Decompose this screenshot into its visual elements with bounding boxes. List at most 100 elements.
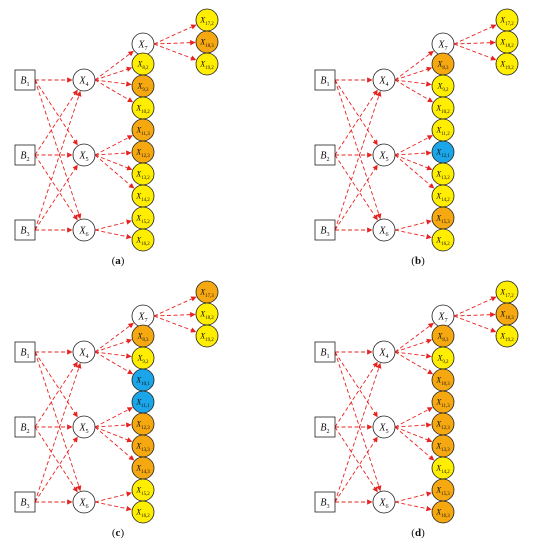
edge-b1-x5 bbox=[334, 351, 378, 418]
label-base: X bbox=[135, 420, 142, 429]
node-label: X4 bbox=[78, 75, 88, 88]
panel-d: B1B2B3X4X5X6X7X8,3X9,2X10,3X11,3X12,3X13… bbox=[314, 280, 519, 539]
node-x6: X6 bbox=[372, 490, 396, 514]
node-label: X6 bbox=[78, 497, 88, 510]
label-subscript: 10,1 bbox=[141, 382, 150, 387]
top-leaf-node: X17,3 bbox=[195, 280, 219, 304]
node-label: B1 bbox=[20, 75, 29, 88]
label-subscript: 9,2 bbox=[442, 360, 449, 365]
node-circle bbox=[72, 68, 96, 92]
edge-x4-leaf bbox=[94, 351, 134, 375]
node-label: X13,3 bbox=[135, 442, 150, 453]
node-circle bbox=[431, 118, 455, 142]
label-base: X bbox=[78, 422, 86, 433]
label-subscript: 17,2 bbox=[505, 294, 514, 299]
node-label: X13,2 bbox=[135, 170, 150, 181]
node-label: X19,2 bbox=[499, 60, 514, 71]
label-base: X bbox=[499, 16, 506, 25]
node-label: X8,3 bbox=[136, 332, 149, 343]
label-base: X bbox=[135, 192, 142, 201]
label-base: X bbox=[78, 75, 86, 86]
leaf-node: X11,1 bbox=[131, 390, 155, 414]
node-circle bbox=[72, 143, 96, 167]
edge-x7-leaf bbox=[153, 24, 197, 45]
node-label: X5 bbox=[78, 422, 88, 435]
label-base: X bbox=[435, 464, 442, 473]
leaf-node: X8,3 bbox=[431, 52, 455, 76]
leaf-node: X13,3 bbox=[131, 434, 155, 458]
label-base: X bbox=[135, 376, 142, 385]
node-box bbox=[14, 69, 36, 91]
node-label: X6 bbox=[78, 225, 88, 238]
leaf-node: X8,3 bbox=[131, 324, 155, 348]
label-base: X bbox=[499, 38, 506, 47]
edge-x4-leaf bbox=[94, 79, 132, 87]
label-base: X bbox=[199, 16, 206, 25]
node-label: X15,2 bbox=[135, 214, 150, 225]
node-x7: X7 bbox=[131, 32, 155, 56]
top-leaf-node: X18,2 bbox=[495, 30, 519, 54]
label-subscript: 13,3 bbox=[141, 448, 150, 453]
node-label: X18,2 bbox=[199, 310, 214, 321]
node-label: X8,2 bbox=[136, 60, 149, 71]
leaf-node: X9,3 bbox=[131, 74, 155, 98]
label-base: X bbox=[435, 442, 442, 451]
top-leaf-node: X19,2 bbox=[195, 52, 219, 76]
node-circle bbox=[72, 340, 96, 364]
node-x4: X4 bbox=[372, 68, 396, 92]
edge-x7-leaf bbox=[453, 311, 496, 318]
edge-x7-leaf bbox=[453, 315, 497, 333]
edge-x5-leaf bbox=[94, 150, 132, 156]
node-circle bbox=[131, 228, 155, 252]
label-subscript: 3 bbox=[327, 503, 330, 510]
node-box bbox=[314, 416, 336, 438]
node-b1: B1 bbox=[14, 69, 36, 91]
edge-b3-x5 bbox=[334, 436, 378, 503]
node-circle bbox=[431, 390, 455, 414]
node-circle bbox=[431, 324, 455, 348]
node-x5: X5 bbox=[72, 415, 96, 439]
label-base: B bbox=[320, 225, 326, 236]
label-subscript: 13,3 bbox=[441, 448, 450, 453]
label-base: B bbox=[20, 75, 26, 86]
node-label: X12,1 bbox=[435, 148, 450, 159]
label-base: X bbox=[135, 214, 142, 223]
leaf-node: X16,2 bbox=[131, 500, 155, 524]
label-subscript: 11,2 bbox=[441, 132, 450, 137]
leaf-node: X16,3 bbox=[431, 500, 455, 524]
leaf-node: X16,2 bbox=[431, 228, 455, 252]
node-label: B3 bbox=[320, 225, 329, 238]
label-subscript: 9,3 bbox=[142, 88, 149, 93]
node-label: X10,2 bbox=[135, 104, 150, 115]
edge-x5-leaf bbox=[94, 135, 133, 156]
node-b3: B3 bbox=[314, 491, 336, 513]
label-subscript: 17,2 bbox=[505, 22, 514, 27]
label-subscript: 16,2 bbox=[141, 242, 150, 247]
label-subscript: 16,2 bbox=[441, 242, 450, 247]
node-label: X9,3 bbox=[136, 82, 149, 93]
label-base: X bbox=[378, 422, 386, 433]
caption-close: ) bbox=[121, 255, 125, 267]
label-base: X bbox=[135, 236, 142, 245]
node-label: X10,2 bbox=[435, 104, 450, 115]
label-base: X bbox=[436, 60, 443, 69]
edge-x6-leaf bbox=[394, 501, 432, 512]
label-subscript: 14,2 bbox=[441, 470, 450, 475]
node-label: X5 bbox=[378, 422, 388, 435]
label-base: B bbox=[20, 225, 26, 236]
caption-open: ( bbox=[112, 527, 116, 539]
edge-x5-leaf bbox=[394, 426, 435, 461]
edge-x5-leaf bbox=[94, 426, 133, 443]
label-subscript: 15,2 bbox=[141, 220, 150, 225]
leaf-node: X8,2 bbox=[131, 52, 155, 76]
panel-caption: (c) bbox=[112, 527, 125, 539]
node-label: X11,3 bbox=[435, 398, 450, 409]
node-circle bbox=[131, 346, 155, 370]
label-base: X bbox=[437, 311, 445, 322]
leaf-node: X9,2 bbox=[431, 74, 455, 98]
label-subscript: 6 bbox=[386, 231, 389, 238]
node-label: X16,3 bbox=[435, 508, 450, 519]
node-x6: X6 bbox=[72, 218, 96, 242]
label-subscript: 6 bbox=[86, 231, 89, 238]
edge-x4-x7 bbox=[394, 322, 434, 353]
